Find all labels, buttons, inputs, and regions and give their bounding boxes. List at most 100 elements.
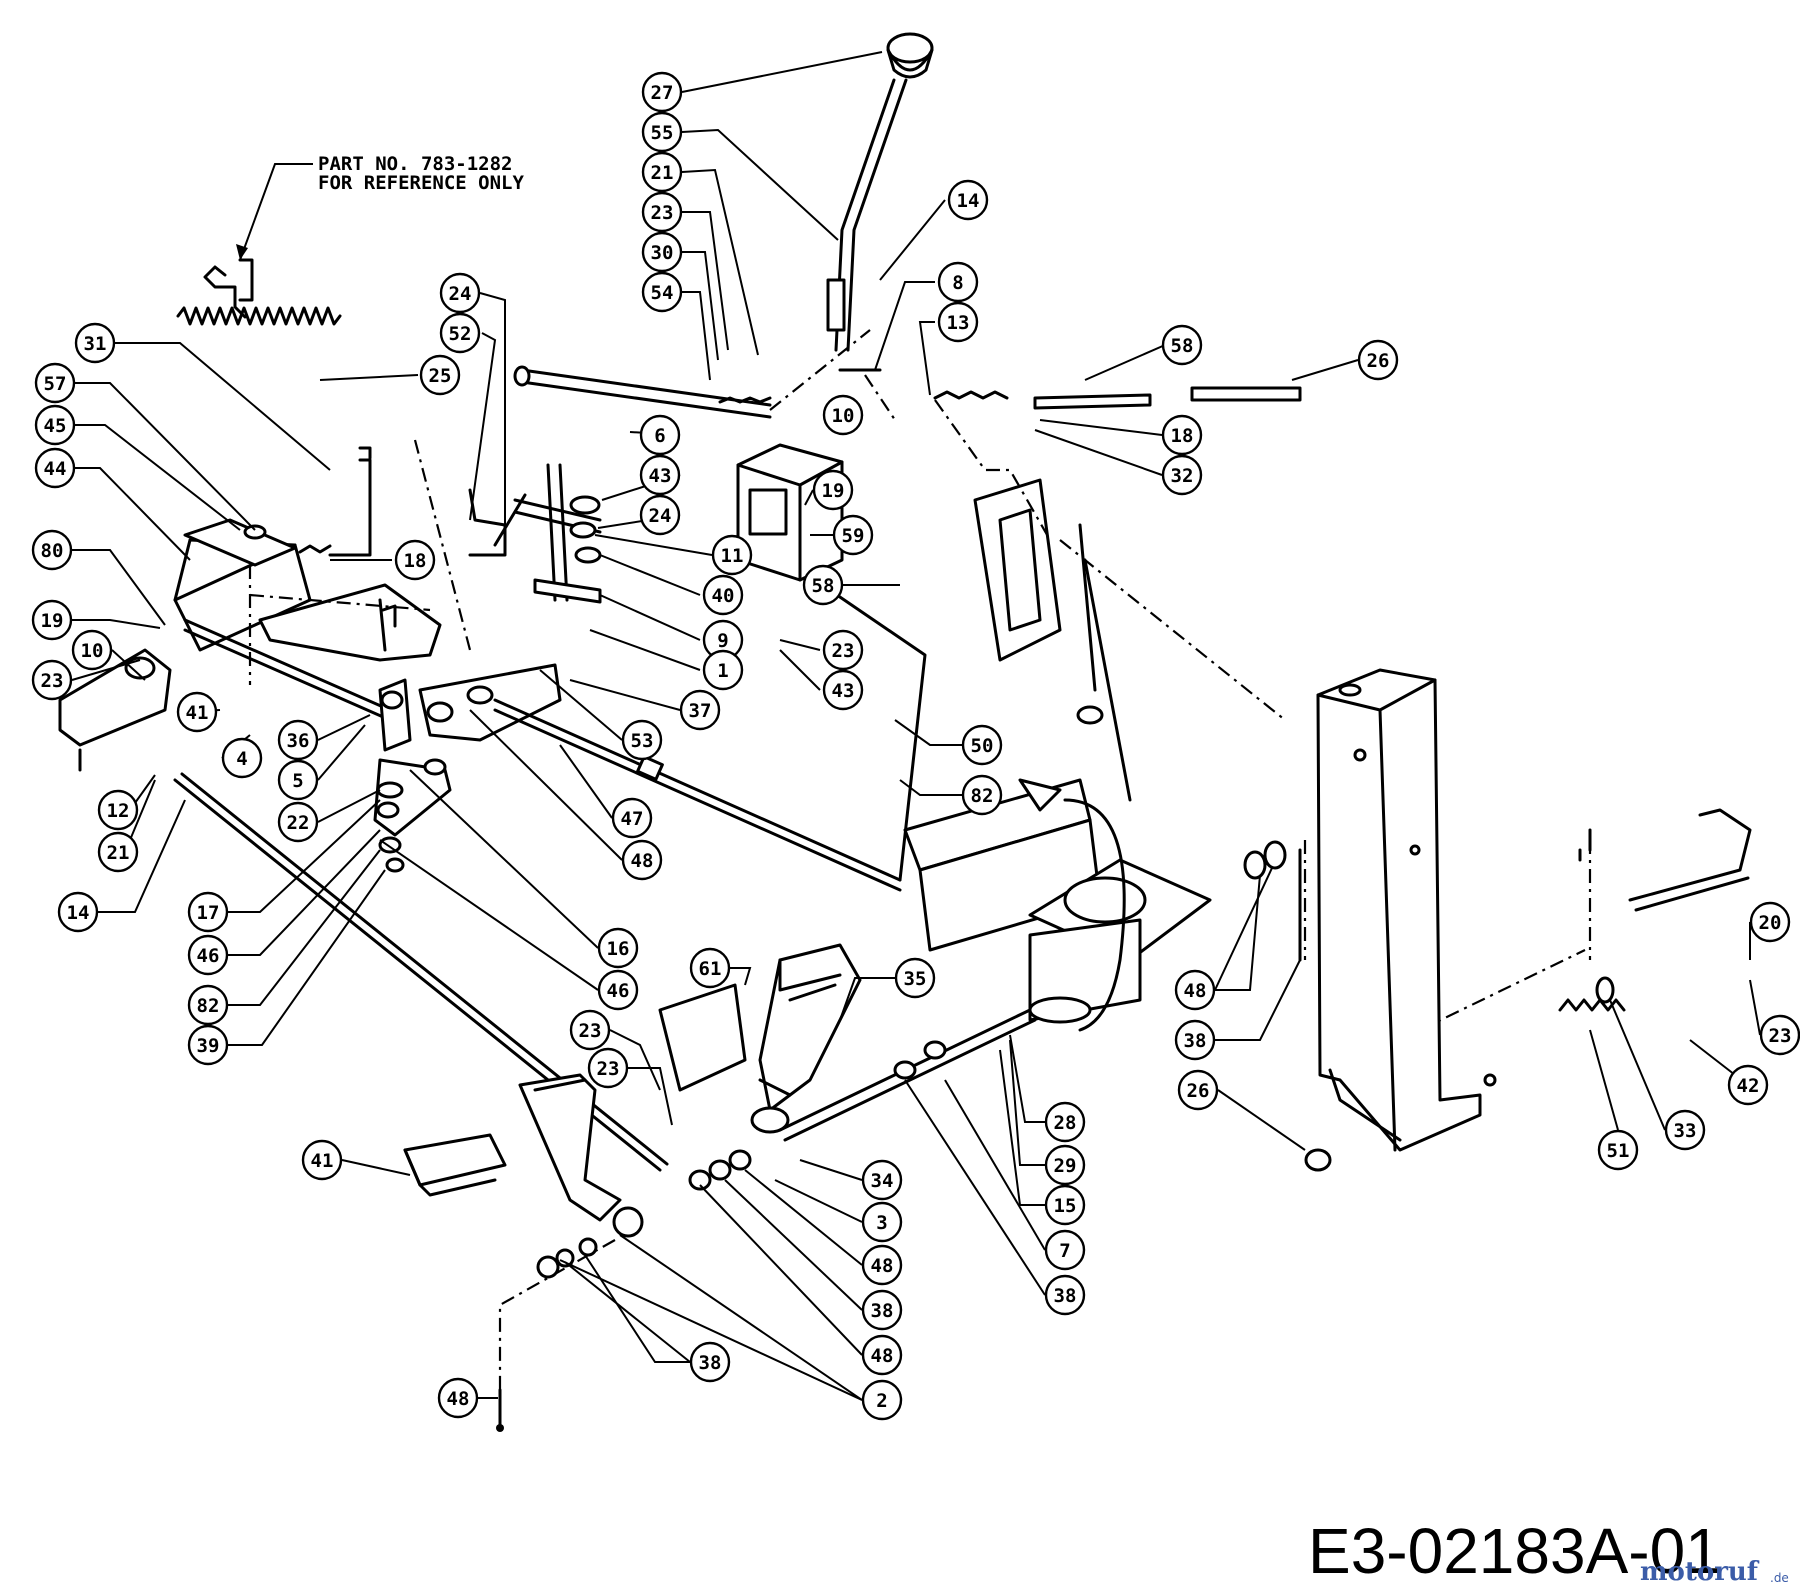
callout-38: 38 (1044, 1274, 1086, 1316)
callout-label: 1 (717, 660, 728, 682)
callout-label: 42 (1737, 1075, 1760, 1097)
callout-label: 11 (721, 545, 744, 567)
callout-label: 7 (1059, 1240, 1070, 1262)
callout-label: 38 (699, 1352, 722, 1374)
callout-label: 50 (971, 735, 994, 757)
callout-label: 41 (186, 702, 209, 724)
callout-15: 15 (1044, 1184, 1086, 1226)
callout-label: 58 (812, 575, 835, 597)
pedal-34 (403, 1073, 644, 1279)
callout-12: 12 (97, 789, 139, 831)
callout-label: 48 (871, 1255, 894, 1277)
callout-29: 29 (1044, 1144, 1086, 1186)
callout-48: 48 (621, 839, 663, 881)
callout-19: 19 (31, 599, 73, 641)
parts-artwork (58, 32, 1752, 1432)
reference-note-line2: FOR REFERENCE ONLY (318, 172, 524, 194)
callout-28: 28 (1044, 1101, 1086, 1143)
callout-23: 23 (587, 1047, 629, 1089)
leader-lines (71, 51, 1761, 1401)
callout-label: 28 (1054, 1112, 1077, 1134)
callout-label: 5 (292, 770, 303, 792)
callout-label: 16 (607, 938, 630, 960)
callout-46: 46 (597, 969, 639, 1011)
callout-label: 23 (41, 670, 64, 692)
callout-58: 58 (802, 564, 844, 606)
rod-54 (520, 368, 772, 419)
callout-1: 1 (702, 649, 744, 691)
callout-label: 39 (197, 1035, 220, 1057)
callout-label: 53 (631, 730, 654, 752)
callout-label: 22 (287, 812, 310, 834)
callout-label: 43 (649, 465, 672, 487)
callout-label: 45 (44, 415, 67, 437)
pivot-shaft (546, 463, 569, 602)
bracket-61 (973, 478, 1062, 662)
callout-label: 43 (832, 680, 855, 702)
watermark: motoruf .de (1640, 1557, 1789, 1587)
pedal-bracket (903, 778, 1212, 1024)
callout-label: 46 (197, 945, 220, 967)
callout-16: 16 (597, 927, 639, 969)
callout-5: 5 (277, 759, 319, 801)
callout-42: 42 (1727, 1064, 1769, 1106)
callout-58: 58 (1161, 324, 1203, 366)
callout-19: 19 (812, 469, 854, 511)
callout-52: 52 (439, 312, 481, 354)
callout-23: 23 (641, 191, 683, 233)
callout-41: 41 (301, 1139, 343, 1181)
cross-rod (183, 618, 392, 722)
callout-13: 13 (937, 301, 979, 343)
callout-label: 61 (699, 958, 722, 980)
callout-48: 48 (437, 1377, 479, 1419)
column-20 (1316, 668, 1497, 1152)
callout-24: 24 (639, 494, 681, 536)
callout-label: 40 (712, 585, 735, 607)
callout-label: 54 (651, 282, 674, 304)
callout-label: 34 (871, 1170, 894, 1192)
callout-34: 34 (861, 1159, 903, 1201)
callout-label: 13 (947, 312, 970, 334)
rod-50 (813, 578, 927, 882)
callout-43: 43 (822, 669, 864, 711)
callout-label: 38 (871, 1300, 894, 1322)
callout-4: 4 (221, 737, 263, 779)
callout-label: 58 (1171, 335, 1194, 357)
callout-label: 48 (871, 1345, 894, 1367)
callout-23: 23 (1759, 1014, 1800, 1056)
callout-label: 18 (404, 550, 427, 572)
callout-27: 27 (641, 71, 683, 113)
callout-53: 53 (621, 719, 663, 761)
callout-label: 6 (654, 425, 665, 447)
shift-plate (258, 583, 442, 662)
callout-23: 23 (822, 629, 864, 671)
callout-balloons: 2755212330541481358261018326432419591140… (31, 71, 1800, 1421)
callout-label: 37 (689, 700, 712, 722)
callout-label: 18 (1171, 425, 1194, 447)
callout-label: 30 (651, 242, 674, 264)
callout-37: 37 (679, 689, 721, 731)
callout-label: 38 (1184, 1030, 1207, 1052)
callout-82: 82 (961, 774, 1003, 816)
callout-10: 10 (71, 629, 113, 671)
callout-label: 10 (832, 405, 855, 427)
callout-label: 23 (597, 1058, 620, 1080)
callout-label: 14 (67, 902, 90, 924)
bracket-59 (736, 443, 844, 582)
callout-26: 26 (1177, 1069, 1219, 1111)
callout-label: 41 (311, 1150, 334, 1172)
callout-label: 15 (1054, 1195, 1077, 1217)
callout-label: 31 (84, 333, 107, 355)
callout-8: 8 (937, 261, 979, 303)
callout-50: 50 (961, 724, 1003, 766)
callout-label: 48 (1184, 980, 1207, 1002)
reference-note-line1: PART NO. 783-1282 (318, 153, 512, 175)
callouts (71, 51, 1761, 1401)
callout-label: 19 (822, 480, 845, 502)
callout-14: 14 (947, 179, 989, 221)
callout-54: 54 (641, 271, 683, 313)
callout-label: 48 (447, 1388, 470, 1410)
shift-lever (826, 32, 934, 352)
callout-10: 10 (822, 394, 864, 436)
callout-label: 10 (81, 640, 104, 662)
